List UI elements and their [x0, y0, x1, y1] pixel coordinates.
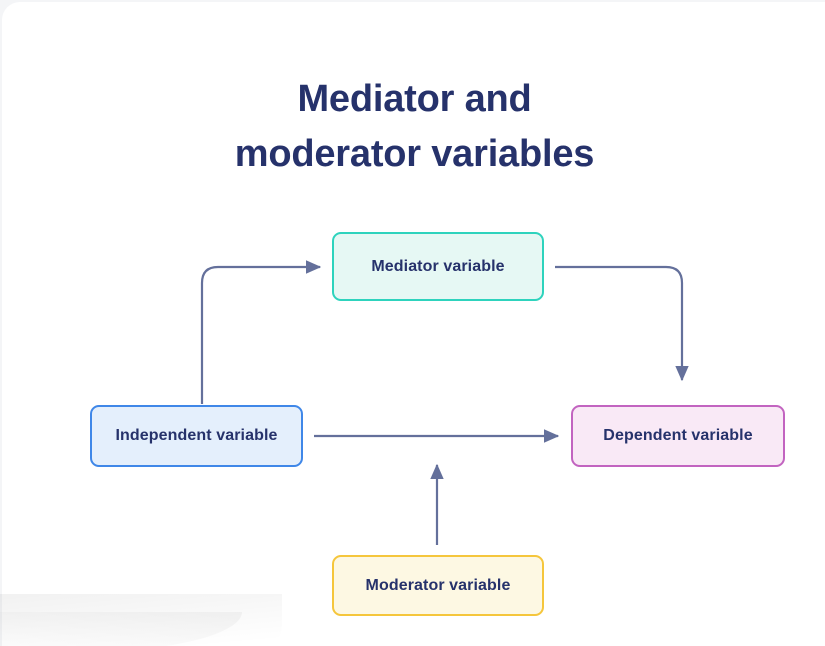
- page-title-line-1: Mediator and: [297, 78, 532, 120]
- edge-independent-to-mediator: [200, 260, 322, 404]
- page-title: Mediator and moderator variables: [2, 72, 825, 182]
- node-mediator-variable-label: Mediator variable: [371, 257, 505, 275]
- node-dependent-variable-label: Dependent variable: [603, 427, 753, 444]
- edge-mediator-to-dependent: [555, 265, 689, 382]
- node-independent-variable-label: Independent variable: [115, 427, 278, 444]
- node-dependent-variable[interactable]: Dependent variable: [571, 405, 785, 467]
- page-title-line-2: moderator variables: [234, 133, 595, 175]
- node-independent-variable[interactable]: Independent variable: [90, 405, 303, 467]
- node-moderator-variable-label: Moderator variable: [365, 576, 511, 594]
- node-mediator-variable[interactable]: Mediator variable: [332, 232, 544, 301]
- node-moderator-variable[interactable]: Moderator variable: [332, 555, 544, 616]
